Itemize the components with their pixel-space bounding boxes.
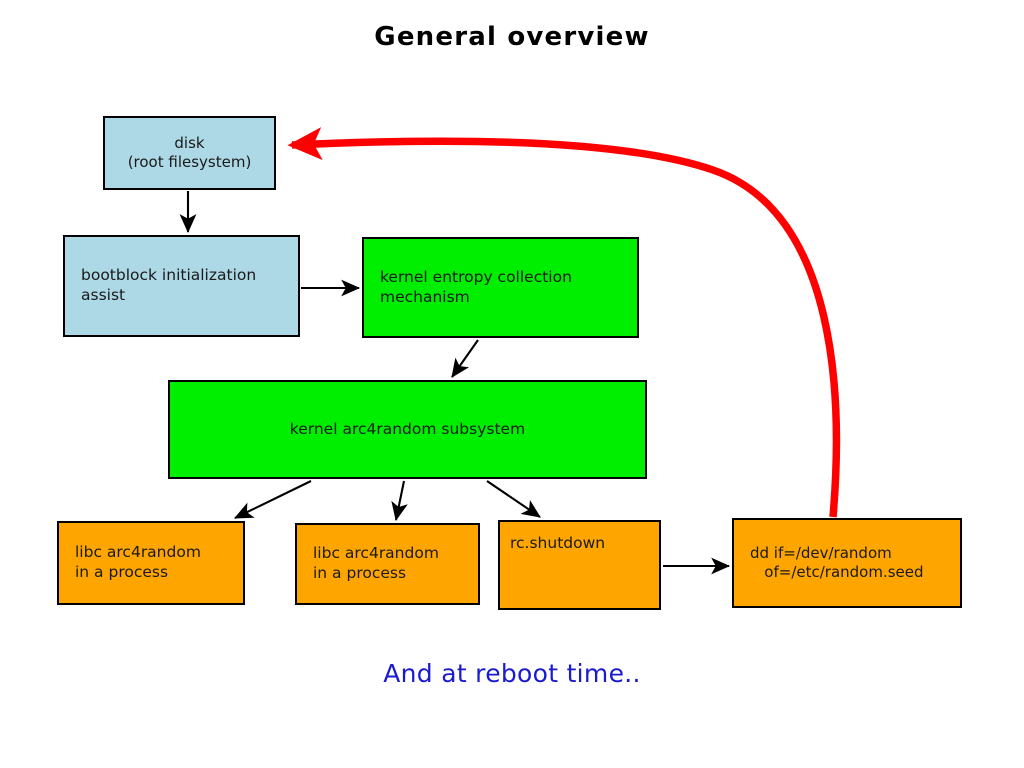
node-kernel-arc4random-subsystem[interactable]: kernel arc4random subsystem xyxy=(168,380,647,479)
node-dd-random-seed[interactable]: dd if=/dev/random of=/etc/random.seed xyxy=(732,518,962,608)
node-libc1-line-1: libc arc4random xyxy=(75,543,201,562)
node-disk-line-2: (root filesystem) xyxy=(127,153,252,171)
node-bootblock-line-2: assist xyxy=(81,286,126,304)
node-entropy-line-1: kernel entropy collection xyxy=(380,267,572,286)
node-disk[interactable]: disk (root filesystem) xyxy=(103,116,276,190)
node-dd-line-1: dd if=/dev/random xyxy=(750,543,892,562)
node-libc2-line-1: libc arc4random xyxy=(313,544,439,563)
node-libc-arc4random-process-2[interactable]: libc arc4random in a process xyxy=(295,523,480,605)
page-title: General overview xyxy=(374,22,650,52)
node-bootblock-line-1: bootblock initialization xyxy=(81,266,257,285)
footer-note: And at reboot time.. xyxy=(383,659,641,688)
node-arc4random-line-1: kernel arc4random subsystem xyxy=(289,419,526,438)
node-disk-line-1: disk xyxy=(174,133,205,152)
node-dd-line-2: of=/etc/random.seed xyxy=(750,563,924,581)
edge-arc4random-to-libc2 xyxy=(391,480,408,522)
node-libc-arc4random-process-1[interactable]: libc arc4random in a process xyxy=(57,521,245,605)
node-libc1-line-2: in a process xyxy=(75,563,169,581)
edge-arc4random-to-rcshutdown xyxy=(486,480,541,518)
node-rcshutdown-line-1: rc.shutdown xyxy=(510,534,606,552)
node-entropy-line-2: mechanism xyxy=(380,287,470,306)
node-libc2-line-2: in a process xyxy=(313,564,407,582)
edge-entropy-to-arc4random xyxy=(451,339,479,378)
node-kernel-entropy-collection-mechanism[interactable]: kernel entropy collection mechanism xyxy=(362,237,639,338)
node-rc-shutdown[interactable]: rc.shutdown xyxy=(498,520,661,610)
edge-arc4random-to-libc1 xyxy=(234,480,312,519)
node-bootblock-initialization-assist[interactable]: bootblock initialization assist xyxy=(63,235,300,337)
